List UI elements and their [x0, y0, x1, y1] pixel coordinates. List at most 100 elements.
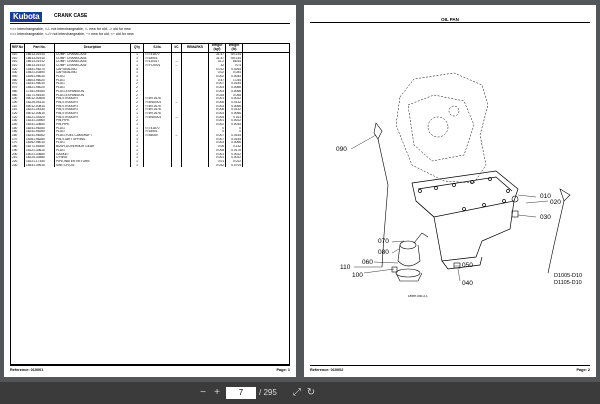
zoom-out-icon[interactable]: − [200, 387, 206, 398]
table-cell [143, 163, 172, 168]
section-title: OIL PAN [441, 17, 459, 22]
table-cell: 1 [130, 163, 144, 168]
callout-020: 020 [550, 199, 561, 206]
callout-110: 110 [340, 264, 351, 271]
col-header-remarks: REMARKS [181, 43, 209, 53]
table-cell [242, 97, 290, 101]
table-cell: 230 [10, 163, 25, 168]
zoom-in-icon[interactable]: + [214, 387, 220, 398]
table-cell [242, 82, 290, 87]
table-cell [242, 156, 290, 160]
table-cell [242, 134, 290, 138]
fit-page-icon[interactable]: ⤢ [293, 387, 301, 398]
col-header-weight-kgf: Weight (kgf) [208, 43, 226, 53]
rotate-icon[interactable]: ↻ [306, 387, 316, 398]
table-cell [242, 123, 290, 127]
model-code-line: D1005-D10 [554, 273, 582, 279]
col-header-spare [242, 43, 290, 53]
table-cell [242, 78, 290, 83]
table-cell [242, 52, 290, 57]
model-code-labels: D1005-D10 D1105-D10 [554, 273, 582, 286]
table-cell [242, 93, 290, 98]
oil-strainer-part [395, 232, 429, 282]
table-cell [242, 130, 290, 135]
table-cell [242, 137, 290, 142]
callout-030: 030 [540, 214, 551, 221]
table-cell [242, 56, 290, 61]
drain-plug-parts [391, 195, 519, 273]
legend-line: <=> interchangeable, <-/- not interchang… [10, 27, 131, 31]
table-cell [242, 86, 290, 90]
engine-block-outline [395, 72, 489, 184]
callout-leaders [350, 134, 549, 282]
page-header [310, 13, 590, 23]
callout-labels: 090 010 030 020 070 080 060 050 040 110 … [336, 146, 561, 287]
footer-page-number: Page: 1 [276, 368, 290, 372]
callout-050: 050 [462, 262, 473, 269]
table-cell: 0.0704 [225, 163, 243, 168]
catalog-page-right: OIL PAN [304, 5, 596, 377]
col-header-serial: S.No. [143, 43, 172, 53]
col-header-ref: REF.No [10, 43, 25, 53]
oil-pan-exploded-diagram: 090 010 030 020 070 080 060 050 040 110 … [336, 72, 582, 298]
callout-090: 090 [336, 146, 347, 153]
table-cell [242, 159, 290, 164]
legend-line: <=> Interchangeable, <-/> not interchang… [10, 32, 134, 36]
col-header-qty: Q'ty [130, 43, 144, 53]
page-number-input[interactable]: 7 [226, 387, 256, 399]
callout-070: 070 [378, 238, 389, 245]
table-cell [242, 111, 290, 116]
table-cell: 15531-39910 [24, 163, 55, 168]
table-cell [242, 163, 290, 168]
table-header-row: REF.No Part No. Description Q'ty S.No. I… [10, 43, 290, 53]
model-code-line: D1105-D10 [554, 280, 582, 286]
callout-040: 040 [462, 280, 473, 287]
table-cell [242, 115, 290, 120]
table-cell [242, 64, 290, 68]
dipstick-right [547, 188, 571, 274]
section-title: CRANK CASE [54, 13, 88, 19]
page-header: Kubota CRANK CASE [10, 12, 290, 24]
table-cell [181, 163, 209, 168]
table-cell [171, 163, 182, 168]
page-footer: Reference: 010001 Page: 1 [10, 365, 290, 372]
kubota-logo: Kubota [10, 12, 43, 22]
catalog-page-left: Kubota CRANK CASE <=> interchangeable, <… [4, 5, 296, 377]
col-header-weight-lb: Weight (lb) [225, 43, 243, 53]
table-cell: SWITCH,OIL [54, 163, 131, 168]
dipstick-left [373, 122, 389, 268]
page-footer: Reference: 010002 Page: 2 [310, 365, 590, 372]
table-cell [242, 152, 290, 157]
col-header-description: Description [54, 43, 131, 53]
table-cell [242, 100, 290, 105]
table-cell [242, 119, 290, 124]
table-cell [242, 126, 290, 131]
table-cell [242, 148, 290, 153]
table-cell: 0.032 [208, 163, 226, 168]
